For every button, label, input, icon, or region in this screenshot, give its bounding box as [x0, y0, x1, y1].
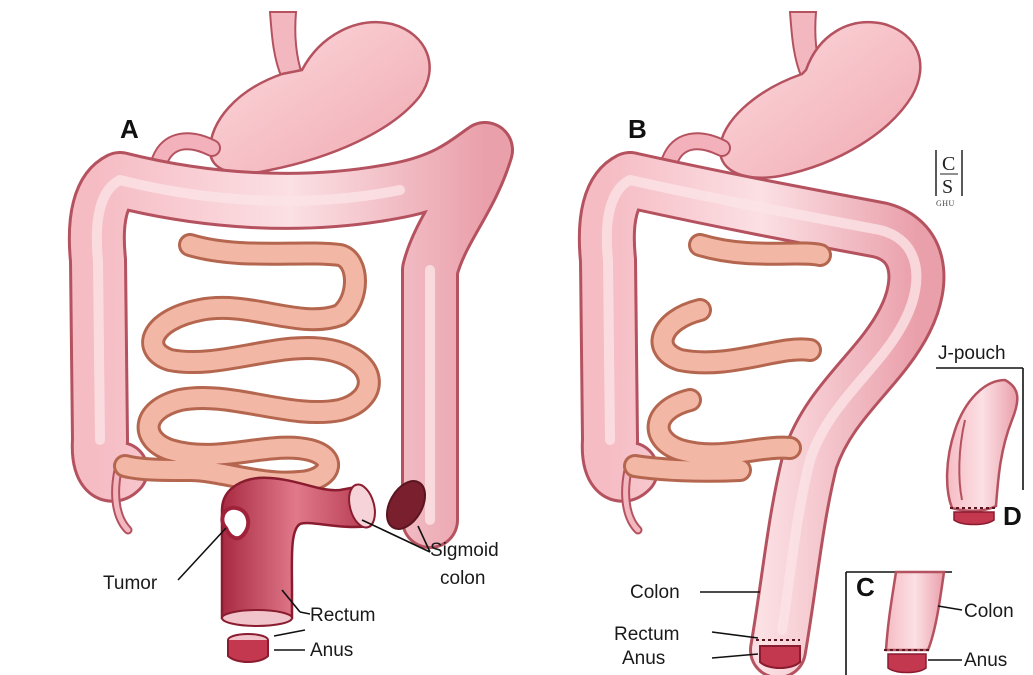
label-tumor: Tumor [103, 573, 158, 594]
panel-label-b: B [628, 114, 647, 144]
logo-letter-top: C [942, 153, 955, 175]
panel-label-a: A [120, 114, 139, 144]
label-colon-c: Colon [964, 601, 1014, 622]
panel-label-d: D [1003, 501, 1022, 531]
label-anus-a: Anus [310, 640, 353, 661]
panel-label-c: C [856, 572, 875, 602]
label-rectum-a: Rectum [310, 605, 375, 626]
anus-a [228, 640, 268, 662]
panel-a-illustration [97, 12, 485, 662]
j-pouch-organ [947, 380, 1017, 511]
label-rectum-b: Rectum [614, 624, 679, 645]
stomach-a [210, 22, 430, 173]
label-anus-c: Anus [964, 650, 1007, 671]
colon-segment-c [886, 572, 944, 650]
logo-letter-bottom: S [942, 176, 953, 198]
rectum-opening-a [222, 610, 292, 626]
label-colon-b: Colon [630, 582, 680, 603]
esophagus-a [270, 12, 302, 78]
institution-logo: C S GHU [936, 150, 962, 208]
label-anus-b: Anus [622, 648, 665, 669]
panel-a-callouts [178, 520, 430, 650]
stomach-b [720, 22, 920, 177]
logo-sub: GHU [936, 199, 955, 208]
label-sigmoid-line2: colon [440, 568, 485, 589]
label-sigmoid-line1: Sigmoid [430, 540, 499, 561]
anus-b [760, 646, 800, 668]
resected-rectum-a [222, 478, 370, 623]
panel-b-illustration [607, 12, 920, 668]
label-j-pouch: J-pouch [938, 343, 1006, 364]
